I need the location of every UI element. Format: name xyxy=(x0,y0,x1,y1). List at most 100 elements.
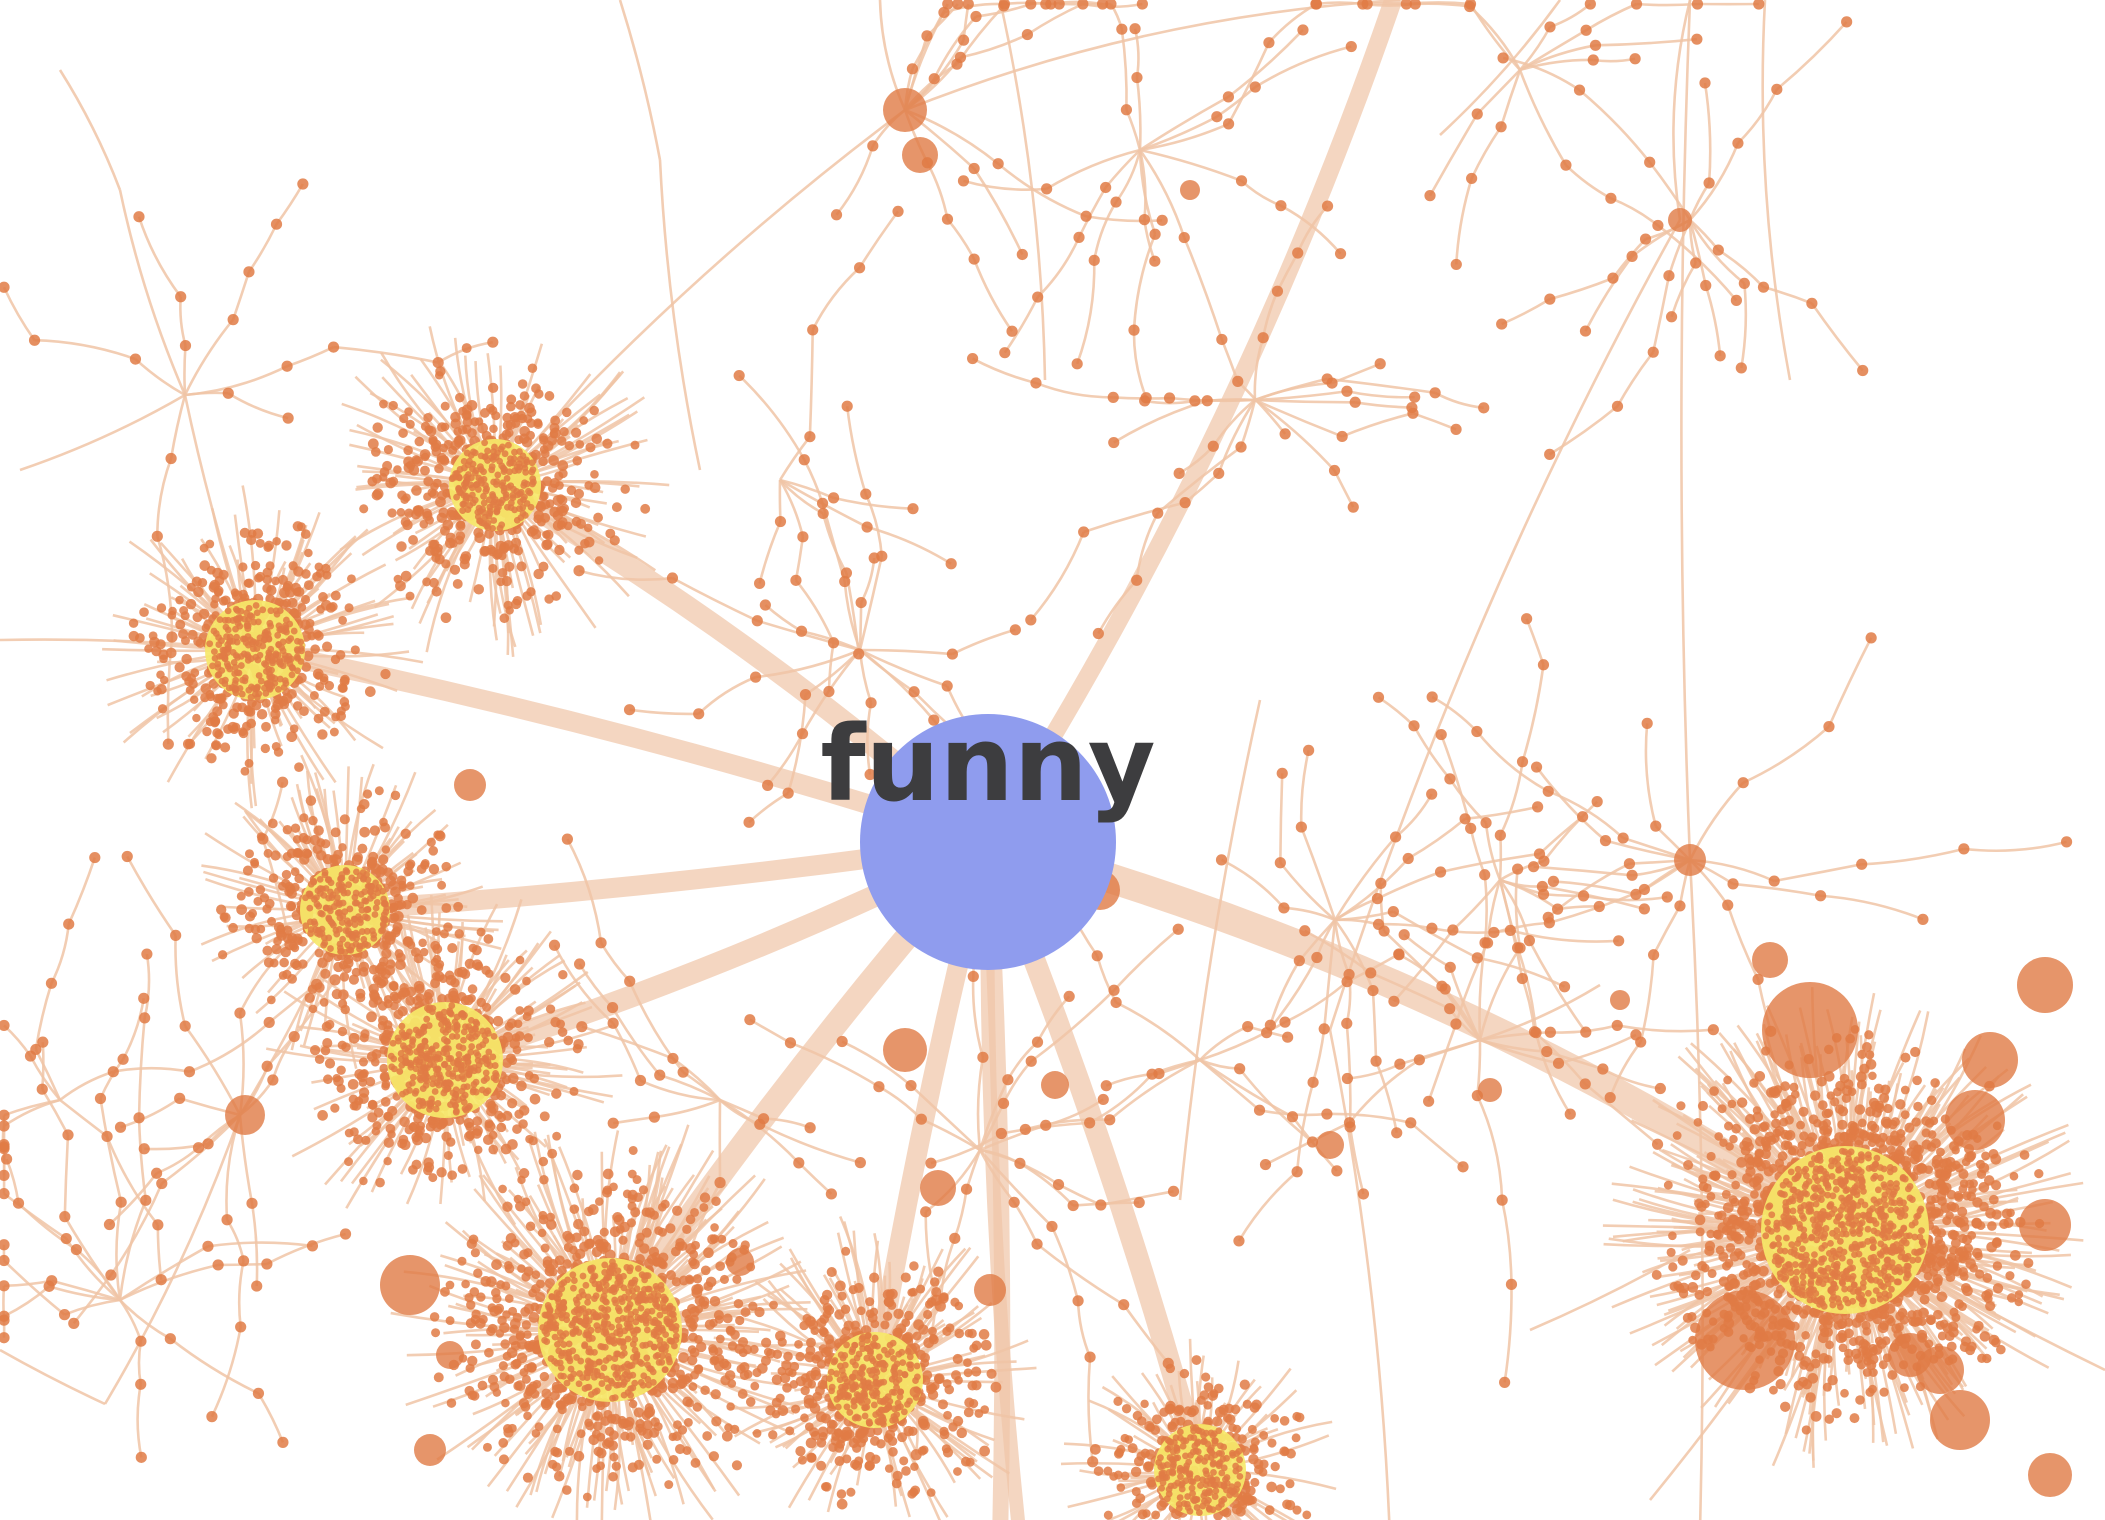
leaf-node[interactable] xyxy=(400,828,411,839)
leaf-node[interactable] xyxy=(255,885,266,895)
leaf-node[interactable] xyxy=(722,1313,733,1324)
leaf-node[interactable] xyxy=(544,391,555,401)
leaf-node[interactable] xyxy=(366,860,376,870)
leaf-node[interactable] xyxy=(415,1125,425,1136)
leaf-node[interactable] xyxy=(337,1040,347,1050)
leaf-node[interactable] xyxy=(286,888,297,899)
leaf-node[interactable] xyxy=(377,967,387,977)
leaf-node[interactable] xyxy=(357,843,368,854)
leaf-node[interactable] xyxy=(516,561,527,572)
leaf-node[interactable] xyxy=(459,1094,467,1102)
leaf-node[interactable] xyxy=(420,1132,432,1144)
leaf-node[interactable] xyxy=(388,980,399,991)
leaf-node[interactable] xyxy=(476,517,484,525)
leaf-node[interactable] xyxy=(641,1227,652,1238)
leaf-node[interactable] xyxy=(310,877,318,885)
leaf-node[interactable] xyxy=(489,491,496,498)
leaf-node[interactable] xyxy=(628,1399,638,1409)
leaf-node[interactable] xyxy=(664,1480,674,1490)
leaf-node[interactable] xyxy=(447,1170,457,1181)
leaf-node[interactable] xyxy=(372,904,380,912)
leaf-node[interactable] xyxy=(444,1045,452,1052)
leaf-node[interactable] xyxy=(303,580,314,591)
leaf-node[interactable] xyxy=(252,690,259,698)
leaf-node[interactable] xyxy=(339,697,350,707)
leaf-node[interactable] xyxy=(427,1115,438,1126)
leaf-node[interactable] xyxy=(383,1020,393,1030)
leaf-node[interactable] xyxy=(461,1105,469,1113)
leaf-node[interactable] xyxy=(757,1363,768,1374)
leaf-node[interactable] xyxy=(426,1105,433,1113)
leaf-node[interactable] xyxy=(241,615,248,623)
leaf-node[interactable] xyxy=(563,521,573,531)
leaf-node[interactable] xyxy=(341,908,349,916)
leaf-node[interactable] xyxy=(231,722,241,732)
leaf-node[interactable] xyxy=(290,958,301,969)
leaf-node[interactable] xyxy=(455,1043,463,1050)
leaf-node[interactable] xyxy=(403,445,413,456)
leaf-node[interactable] xyxy=(206,753,217,764)
leaf-node[interactable] xyxy=(488,1144,499,1155)
leaf-node[interactable] xyxy=(484,1347,494,1358)
leaf-node[interactable] xyxy=(344,1157,354,1167)
leaf-node[interactable] xyxy=(336,1065,346,1075)
leaf-node[interactable] xyxy=(383,1111,393,1121)
leaf-node[interactable] xyxy=(447,1055,455,1062)
leaf-node[interactable] xyxy=(321,871,329,879)
leaf-node[interactable] xyxy=(460,485,467,493)
leaf-node[interactable] xyxy=(346,905,354,913)
leaf-node[interactable] xyxy=(383,867,393,877)
leaf-node[interactable] xyxy=(293,637,301,645)
leaf-node[interactable] xyxy=(550,1017,561,1028)
leaf-node[interactable] xyxy=(265,594,275,604)
leaf-node[interactable] xyxy=(411,509,421,520)
leaf-node[interactable] xyxy=(351,854,363,866)
leaf-node[interactable] xyxy=(498,1438,509,1448)
leaf-node[interactable] xyxy=(309,691,319,700)
leaf-node[interactable] xyxy=(372,473,382,484)
leaf-node[interactable] xyxy=(517,498,524,506)
leaf-node[interactable] xyxy=(601,1187,613,1198)
leaf-node[interactable] xyxy=(480,492,487,500)
leaf-node[interactable] xyxy=(412,456,423,467)
leaf-node[interactable] xyxy=(399,413,409,424)
leaf-node[interactable] xyxy=(445,1064,452,1072)
leaf-node[interactable] xyxy=(241,677,249,685)
leaf-node[interactable] xyxy=(330,590,341,601)
leaf-node[interactable] xyxy=(398,428,408,438)
leaf-node[interactable] xyxy=(692,1274,703,1284)
leaf-node[interactable] xyxy=(533,510,545,521)
leaf-node[interactable] xyxy=(442,1079,450,1087)
leaf-node[interactable] xyxy=(344,603,354,613)
leaf-node[interactable] xyxy=(612,1211,623,1223)
leaf-node[interactable] xyxy=(595,1197,604,1206)
leaf-node[interactable] xyxy=(306,904,314,912)
leaf-node[interactable] xyxy=(427,488,437,498)
leaf-node[interactable] xyxy=(521,479,528,487)
leaf-node[interactable] xyxy=(308,1004,318,1014)
leaf-node[interactable] xyxy=(668,1455,679,1465)
leaf-node[interactable] xyxy=(437,1074,445,1082)
leaf-node[interactable] xyxy=(652,1454,662,1464)
leaf-node[interactable] xyxy=(359,826,370,838)
leaf-node[interactable] xyxy=(401,988,411,998)
leaf-node[interactable] xyxy=(361,888,369,896)
leaf-node[interactable] xyxy=(156,670,165,679)
leaf-node[interactable] xyxy=(515,460,523,468)
leaf-node[interactable] xyxy=(469,1391,480,1401)
leaf-node[interactable] xyxy=(423,413,433,423)
leaf-node[interactable] xyxy=(380,915,387,923)
leaf-node[interactable] xyxy=(457,1065,465,1073)
leaf-node[interactable] xyxy=(345,881,353,889)
leaf-node[interactable] xyxy=(340,889,348,897)
leaf-node[interactable] xyxy=(375,884,383,891)
leaf-node[interactable] xyxy=(481,430,492,441)
leaf-node[interactable] xyxy=(219,912,229,922)
leaf-node[interactable] xyxy=(287,597,298,609)
leaf-node[interactable] xyxy=(279,587,290,598)
leaf-node[interactable] xyxy=(221,616,229,624)
leaf-node[interactable] xyxy=(437,880,447,890)
leaf-node[interactable] xyxy=(700,1385,710,1395)
leaf-node[interactable] xyxy=(211,654,219,662)
leaf-node[interactable] xyxy=(511,413,521,423)
